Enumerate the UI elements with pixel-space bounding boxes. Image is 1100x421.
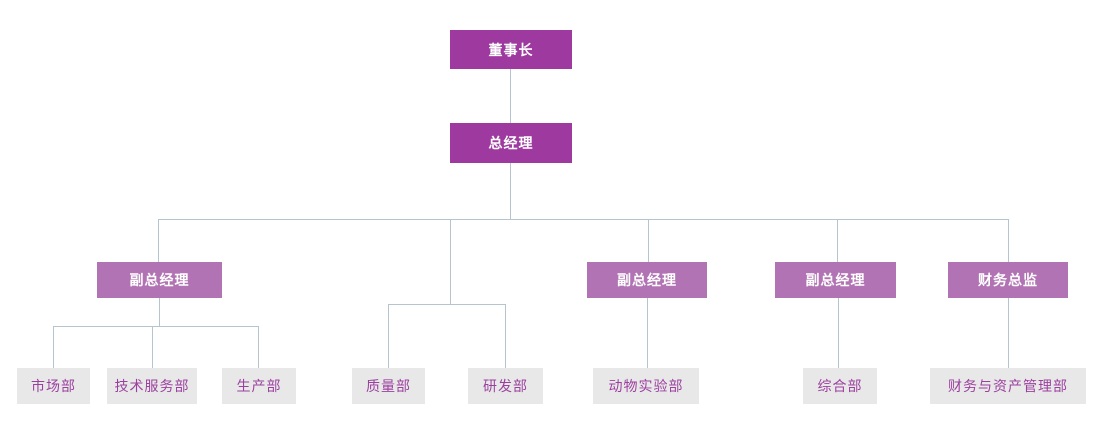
connector-drop-finance-dir bbox=[1008, 219, 1009, 262]
org-node-dept-animal-lab: 动物实验部 bbox=[593, 368, 699, 404]
org-node-dept-production: 生产部 bbox=[222, 368, 296, 404]
org-node-dept-tech-service: 技术服务部 bbox=[107, 368, 197, 404]
org-node-general-manager: 总经理 bbox=[450, 123, 572, 163]
connector-drop-tech-service bbox=[152, 326, 153, 368]
connector-drop-mid-branch bbox=[450, 219, 451, 304]
connector-main-horizontal bbox=[158, 219, 1009, 220]
connector-gm-mainline bbox=[510, 163, 511, 219]
org-node-dept-general-affairs: 综合部 bbox=[803, 368, 877, 404]
org-node-vice-gm-3: 副总经理 bbox=[775, 262, 896, 298]
connector-drop-vice-gm-2 bbox=[648, 219, 649, 262]
connector-branch2-horizontal bbox=[388, 304, 506, 305]
connector-vice-gm-1-stem bbox=[159, 298, 160, 326]
connector-drop-market bbox=[53, 326, 54, 368]
connector-drop-animal-lab bbox=[647, 298, 648, 368]
connector-drop-vice-gm-1 bbox=[158, 219, 159, 262]
org-node-dept-rnd: 研发部 bbox=[468, 368, 543, 404]
connector-drop-general-affairs bbox=[838, 298, 839, 368]
org-node-vice-gm-1: 副总经理 bbox=[97, 262, 222, 298]
connector-drop-finance-asset bbox=[1008, 298, 1009, 368]
org-node-vice-gm-2: 副总经理 bbox=[587, 262, 707, 298]
connector-drop-quality bbox=[388, 304, 389, 368]
connector-branch1-horizontal bbox=[53, 326, 259, 327]
connector-drop-vice-gm-3 bbox=[837, 219, 838, 262]
connector-chairman-gm bbox=[510, 69, 511, 123]
org-node-dept-quality: 质量部 bbox=[352, 368, 425, 404]
org-node-dept-finance-asset: 财务与资产管理部 bbox=[930, 368, 1086, 404]
connector-drop-rnd bbox=[505, 304, 506, 368]
org-node-chairman: 董事长 bbox=[450, 30, 572, 69]
org-node-dept-market: 市场部 bbox=[17, 368, 90, 404]
org-node-finance-director: 财务总监 bbox=[948, 262, 1068, 298]
connector-drop-production bbox=[258, 326, 259, 368]
